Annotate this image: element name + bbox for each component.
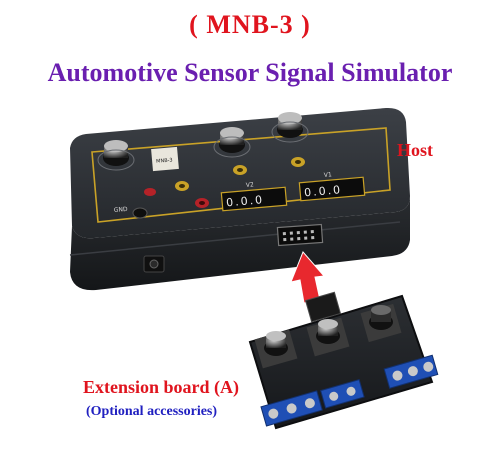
model-sticker: [151, 146, 179, 172]
terminal-yellow-3[interactable]: [291, 157, 305, 167]
host-seam: [69, 221, 401, 256]
gnd-label: GND: [114, 206, 129, 214]
display-v2: 0.0.0: [220, 186, 288, 212]
terminal-block-right[interactable]: [383, 354, 439, 389]
optional-accessories-label: (Optional accessories): [86, 404, 218, 419]
knob-right[interactable]: [277, 112, 303, 138]
terminal-red-1[interactable]: [195, 198, 209, 208]
sticker-text: MNB-3: [156, 157, 173, 164]
display-v1: 0.0.0: [298, 176, 366, 202]
terminal-red-2[interactable]: [144, 188, 156, 196]
extension-board: [248, 291, 439, 430]
display-v2-value: 0.0.0: [226, 193, 265, 209]
host-device: MNB-3: [69, 107, 410, 291]
display-v1-value: 0.0.0: [304, 183, 343, 199]
dc-jack[interactable]: [143, 255, 165, 273]
host-label: Host: [397, 140, 433, 160]
terminal-block-middle[interactable]: [320, 379, 365, 409]
display-v2-label: V2: [246, 181, 255, 189]
terminal-yellow-2[interactable]: [233, 165, 247, 175]
board-connector: [304, 291, 342, 323]
terminal-yellow-1[interactable]: [175, 181, 189, 191]
display-v1-label: V1: [324, 171, 333, 179]
terminal-block-left[interactable]: [260, 390, 323, 427]
board-pot-right[interactable]: [360, 303, 402, 343]
expansion-port[interactable]: [276, 223, 324, 247]
knob-left[interactable]: [103, 140, 129, 166]
extension-board-label: Extension board (A): [83, 377, 240, 397]
model-title: ( MNB-3 ): [189, 10, 311, 39]
board-pot-middle[interactable]: [306, 317, 350, 357]
product-title: Automotive Sensor Signal Simulator: [47, 58, 453, 87]
knob-middle[interactable]: [219, 127, 245, 153]
board-pot-left[interactable]: [254, 329, 298, 369]
terminal-black-gnd[interactable]: [132, 207, 148, 219]
